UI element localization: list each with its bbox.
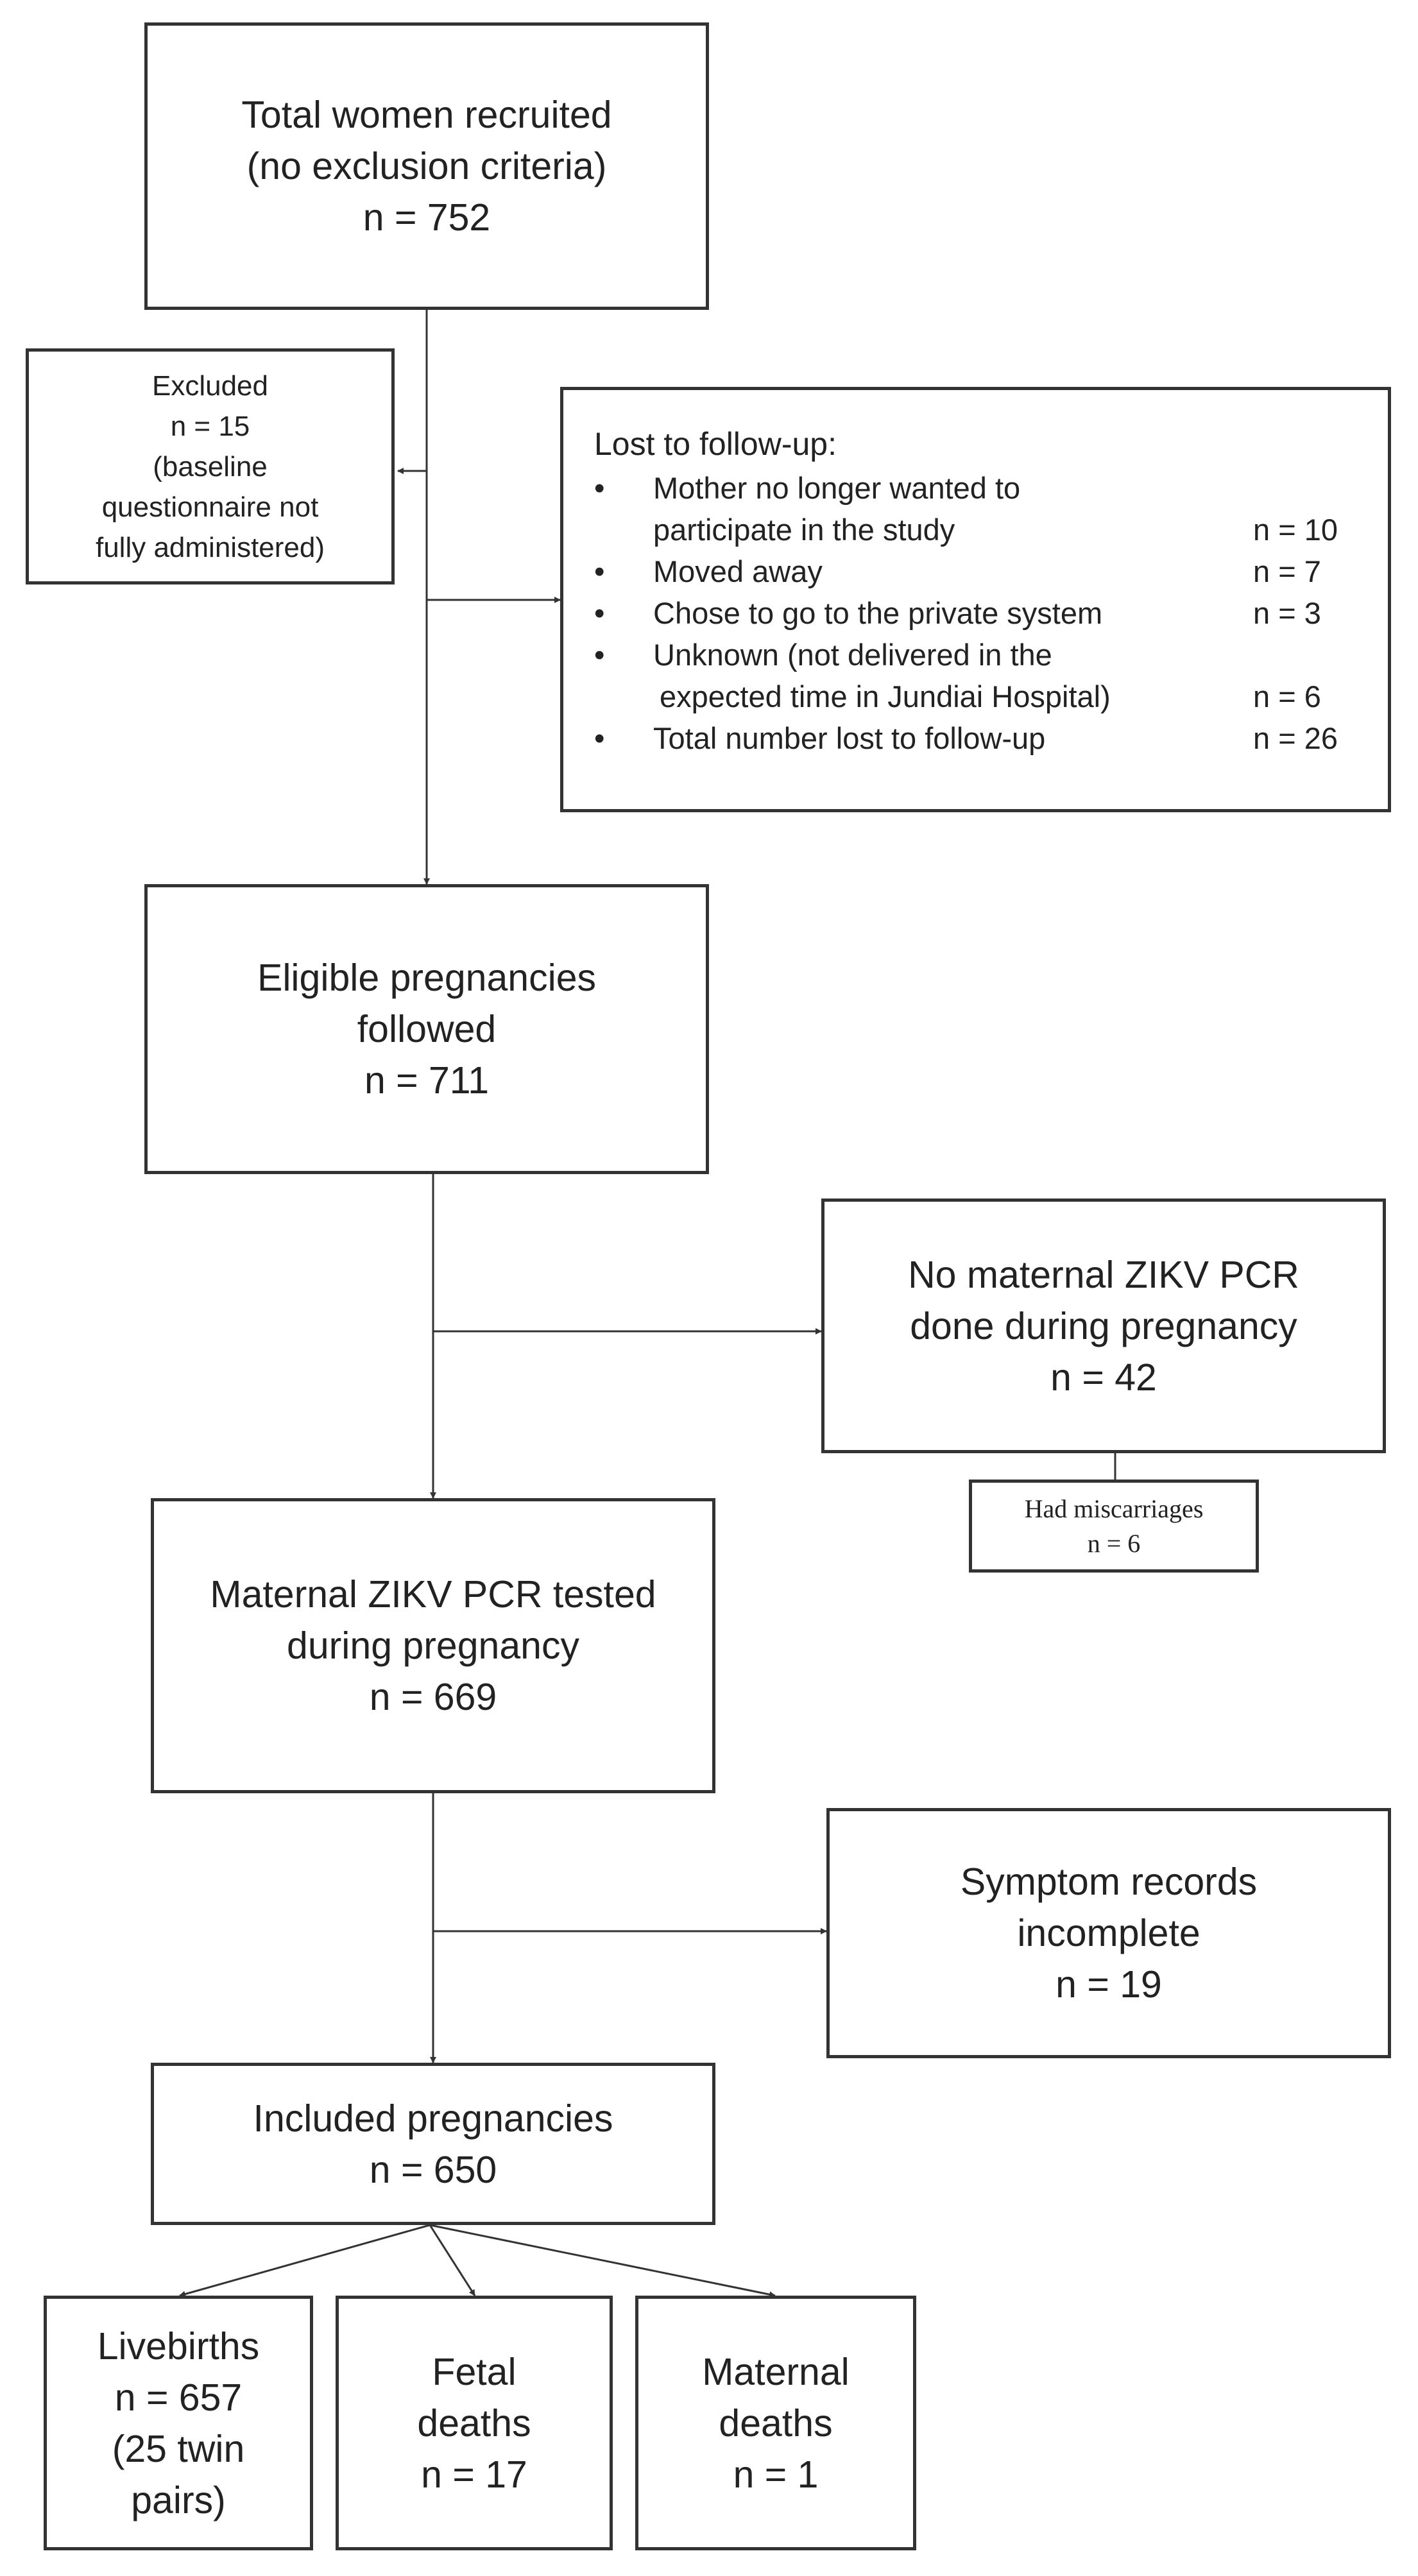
lost-item-label-line1: Unknown (not delivered in the <box>653 638 1052 672</box>
lost-item-label-line1: Mother no longer wanted to <box>653 471 1021 505</box>
included-count: n = 650 <box>369 2148 497 2191</box>
connector-to-fetal <box>429 2224 476 2296</box>
bullet-icon: • <box>594 721 605 755</box>
tested-count: n = 669 <box>369 1676 497 1718</box>
eligible-line2: followed <box>357 1008 497 1050</box>
lost-item-label-line2: participate in the study <box>653 513 955 547</box>
livebirths-line1: Livebirths <box>97 2324 260 2367</box>
fetal-count: n = 17 <box>421 2453 527 2496</box>
symptom-line2: incomplete <box>1017 1912 1200 1954</box>
tested-line2: during pregnancy <box>287 1625 579 1667</box>
fetal-line2: deaths <box>417 2401 531 2444</box>
fetal-deaths-box: Fetal deaths n = 17 <box>336 2296 613 2550</box>
lost-item-count: n = 26 <box>1253 721 1338 755</box>
lost-item-label-line2: expected time in Jundiai Hospital) <box>660 679 1111 713</box>
lost-item-label-line1: Total number lost to follow-up <box>653 721 1046 755</box>
included-line1: Included pregnancies <box>253 2097 613 2140</box>
no-pcr-line1: No maternal ZIKV PCR <box>908 1253 1299 1296</box>
total-recruited-count: n = 752 <box>363 196 491 239</box>
symptom-records-box: Symptom records incomplete n = 19 <box>826 1808 1391 2058</box>
lost-item-no-longer-wanted: • Mother no longer wanted to participate… <box>594 467 1362 550</box>
miscarriages-line1: Had miscarriages <box>1024 1494 1204 1523</box>
livebirths-count: n = 657 <box>114 2376 243 2419</box>
symptom-line1: Symptom records <box>960 1861 1258 1903</box>
excluded-line1: Excluded <box>151 370 268 402</box>
bullet-icon: • <box>594 596 605 630</box>
bullet-icon: • <box>594 471 605 505</box>
maternal-deaths-box: Maternal deaths n = 1 <box>635 2296 916 2550</box>
symptom-count: n = 19 <box>1055 1963 1162 2006</box>
livebirths-line3: (25 twin <box>112 2427 245 2470</box>
livebirths-line4: pairs) <box>131 2478 226 2521</box>
included-pregnancies-box: Included pregnancies n = 650 <box>151 2063 715 2225</box>
lost-item-moved-away: • Moved away n = 7 <box>594 550 1362 592</box>
maternal-line1: Maternal <box>702 2350 850 2393</box>
bullet-icon: • <box>594 554 605 588</box>
lost-item-count: n = 6 <box>1253 679 1321 713</box>
fetal-line1: Fetal <box>432 2350 517 2393</box>
miscarriages-count: n = 6 <box>1087 1528 1141 1558</box>
pcr-tested-box: Maternal ZIKV PCR tested during pregnanc… <box>151 1498 715 1793</box>
eligible-line1: Eligible pregnancies <box>257 957 597 999</box>
excluded-box: Excluded n = 15 (baseline questionnaire … <box>26 348 395 584</box>
lost-item-private-system: • Chose to go to the private system n = … <box>594 592 1362 634</box>
lost-to-follow-up-box: Lost to follow-up: • Mother no longer wa… <box>560 387 1391 812</box>
lost-item-unknown: • Unknown (not delivered in the expected… <box>594 634 1362 717</box>
eligible-pregnancies-box: Eligible pregnancies followed n = 711 <box>144 884 709 1174</box>
miscarriages-box: Had miscarriages n = 6 <box>969 1480 1259 1573</box>
bullet-icon: • <box>594 638 605 672</box>
no-pcr-count: n = 42 <box>1050 1356 1157 1399</box>
excluded-line5: fully administered) <box>95 531 325 563</box>
lost-item-count: n = 3 <box>1253 596 1321 630</box>
total-recruited-line1: Total women recruited <box>241 94 612 136</box>
maternal-count: n = 1 <box>733 2453 819 2496</box>
total-recruited-line2: (no exclusion criteria) <box>246 145 607 187</box>
maternal-line2: deaths <box>719 2401 833 2444</box>
tested-line1: Maternal ZIKV PCR tested <box>210 1573 656 1616</box>
excluded-count: n = 15 <box>170 410 250 442</box>
lost-title: Lost to follow-up: <box>594 426 837 462</box>
lost-item-count: n = 10 <box>1253 513 1338 547</box>
lost-item-count: n = 7 <box>1253 554 1321 588</box>
lost-item-label-line1: Chose to go to the private system <box>653 596 1103 630</box>
lost-item-label-line1: Moved away <box>653 554 823 588</box>
excluded-line4: questionnaire not <box>101 491 319 523</box>
lost-item-total: • Total number lost to follow-up n = 26 <box>594 717 1362 759</box>
no-pcr-box: No maternal ZIKV PCR done during pregnan… <box>821 1198 1386 1453</box>
connector-to-maternal <box>429 2224 776 2298</box>
livebirths-box: Livebirths n = 657 (25 twin pairs) <box>44 2296 313 2550</box>
no-pcr-line2: done during pregnancy <box>910 1304 1297 1347</box>
total-recruited-box: Total women recruited (no exclusion crit… <box>144 22 709 310</box>
connector-to-livebirths <box>179 2224 431 2298</box>
excluded-line3: (baseline <box>153 450 268 482</box>
eligible-count: n = 711 <box>364 1059 490 1102</box>
